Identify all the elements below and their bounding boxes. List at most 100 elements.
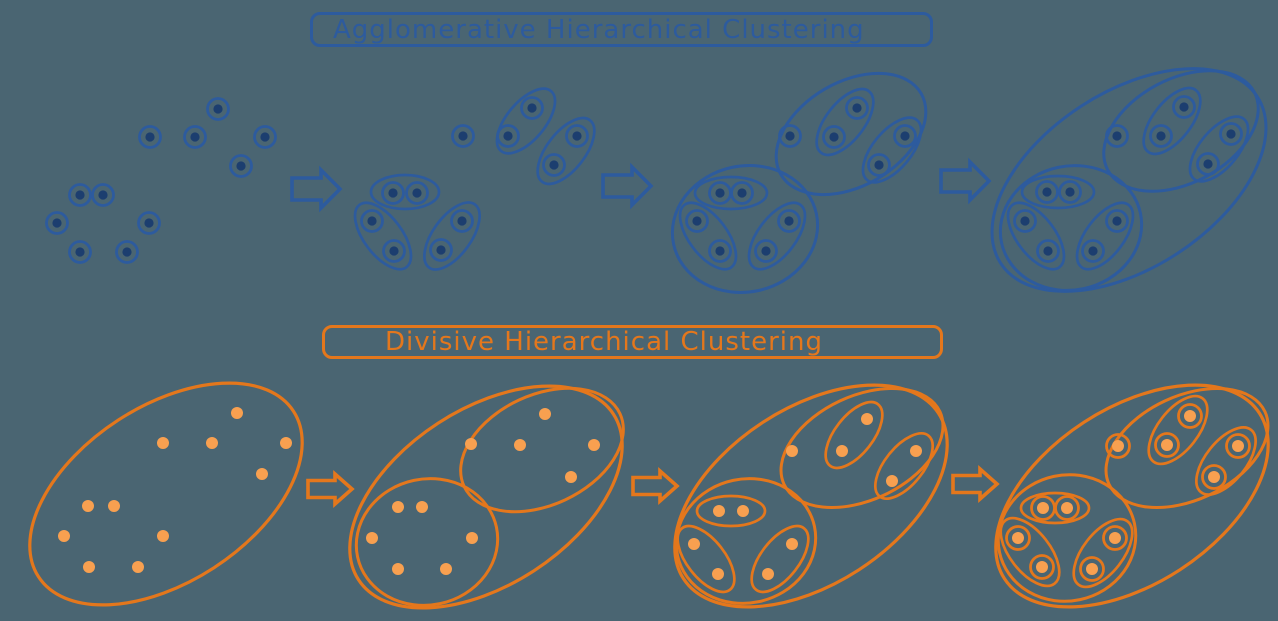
next-step-arrow-icon [939, 157, 992, 205]
data-point [549, 160, 559, 170]
data-point [465, 438, 477, 450]
agglomerative-title: Agglomerative Hierarchical Clustering [333, 14, 865, 45]
data-point [458, 131, 468, 141]
data-point [1161, 439, 1173, 451]
agglomerative-row [45, 67, 1268, 294]
singleton-cluster-ring [1225, 433, 1251, 459]
data-point [713, 505, 725, 517]
data-point [1203, 159, 1213, 169]
cluster-ellipse [1006, 201, 1066, 271]
data-point [144, 218, 154, 228]
data-point [122, 247, 132, 257]
data-point [861, 413, 873, 425]
data-point [572, 131, 582, 141]
data-point [1086, 563, 1098, 575]
data-point [108, 500, 120, 512]
data-point [157, 437, 169, 449]
singleton-cluster-ring [845, 96, 869, 120]
cluster-ellipse [353, 201, 413, 271]
singleton-cluster-ring [685, 209, 709, 233]
singleton-cluster-ring [138, 125, 162, 149]
data-point [231, 407, 243, 419]
divisive-title: Divisive Hierarchical Clustering [385, 327, 823, 357]
singleton-cluster-ring [730, 181, 754, 205]
cluster-ellipse [1195, 426, 1257, 496]
data-point [1112, 131, 1122, 141]
data-point [412, 188, 422, 198]
cluster-ellipse [674, 477, 818, 605]
data-point [1012, 532, 1024, 544]
cluster-ellipse [673, 383, 949, 609]
singleton-cluster-ring [542, 153, 566, 177]
singleton-cluster-ring [450, 209, 474, 233]
data-point [1037, 502, 1049, 514]
divisive-stage-1 [28, 381, 304, 607]
agglomerative-stage-2 [353, 87, 596, 271]
data-point [1156, 131, 1166, 141]
data-point [389, 246, 399, 256]
cluster-ellipse [747, 201, 807, 271]
data-point [874, 160, 884, 170]
cluster-ellipse [536, 116, 596, 186]
next-step-arrow-icon [306, 470, 355, 508]
data-point [236, 161, 246, 171]
singleton-cluster-ring [1219, 122, 1243, 146]
singleton-cluster-ring [754, 239, 778, 263]
singleton-cluster-ring [381, 181, 405, 205]
cluster-ellipse [824, 400, 884, 470]
cluster-ellipse [678, 201, 738, 271]
cluster-ellipse [495, 87, 557, 155]
data-point [388, 188, 398, 198]
singleton-cluster-ring [1154, 432, 1180, 458]
cluster-ellipse [423, 201, 481, 271]
singleton-cluster-ring [1149, 124, 1173, 148]
singleton-cluster-ring [429, 238, 453, 262]
cluster-ellipse [815, 87, 875, 157]
data-point [1179, 102, 1189, 112]
data-point [466, 532, 478, 544]
cluster-ellipse [996, 473, 1138, 603]
data-point [440, 563, 452, 575]
data-point [256, 468, 268, 480]
singleton-cluster-ring [1201, 464, 1227, 490]
singleton-cluster-ring [115, 240, 139, 264]
data-point [785, 131, 795, 141]
singleton-cluster-ring [1013, 209, 1037, 233]
cluster-ellipse [28, 381, 304, 607]
singleton-cluster-ring [137, 211, 161, 235]
singleton-cluster-ring [1177, 403, 1203, 429]
data-point [392, 501, 404, 513]
singleton-cluster-ring [893, 124, 917, 148]
data-point [1232, 440, 1244, 452]
agglomerative-stage-3 [670, 71, 928, 294]
singleton-cluster-ring [405, 181, 429, 205]
divisive-title-box: Divisive Hierarchical Clustering [322, 325, 943, 359]
data-point [436, 245, 446, 255]
singleton-cluster-ring [45, 211, 69, 235]
data-point [75, 247, 85, 257]
data-point [1112, 216, 1122, 226]
data-point [82, 500, 94, 512]
agglomerative-stage-4 [990, 67, 1268, 293]
agglomerative-title-box: Agglomerative Hierarchical Clustering [310, 12, 933, 47]
data-point [1042, 187, 1052, 197]
data-point [688, 538, 700, 550]
cluster-ellipse [774, 71, 928, 197]
singleton-cluster-ring [778, 124, 802, 148]
data-point [1061, 502, 1073, 514]
singleton-cluster-ring [360, 209, 384, 233]
cluster-ellipse [693, 175, 769, 211]
divisive-stage-3 [673, 383, 949, 609]
cluster-ellipse [1188, 115, 1250, 183]
data-point [761, 246, 771, 256]
data-point [514, 439, 526, 451]
cluster-ellipse [998, 164, 1144, 292]
next-step-arrow-icon [290, 165, 343, 213]
data-point [836, 445, 848, 457]
data-point [737, 505, 749, 517]
data-point [457, 216, 467, 226]
data-point [1109, 532, 1121, 544]
data-point [98, 190, 108, 200]
data-point [1226, 129, 1236, 139]
